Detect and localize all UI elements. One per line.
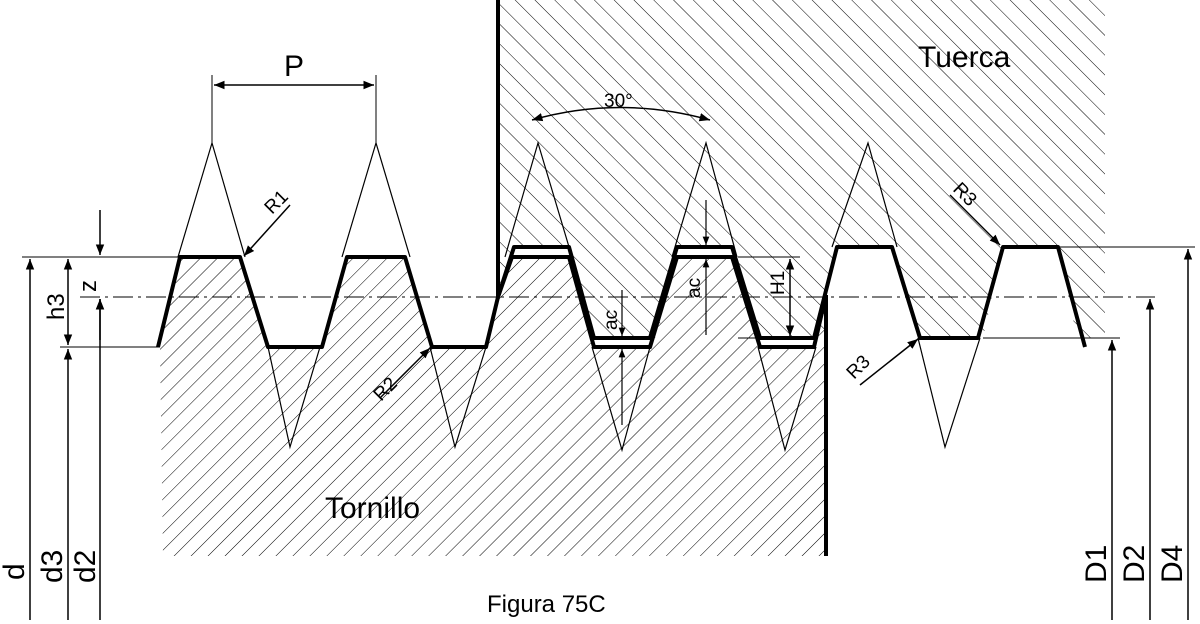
d-label: d — [0, 563, 31, 580]
nut-label: Tuerca — [918, 41, 1011, 74]
ac-left-label: ac — [601, 310, 622, 330]
caption: Figura 75C — [487, 591, 606, 618]
h3-label: h3 — [43, 293, 70, 320]
D2-label: D2 — [1118, 545, 1151, 583]
r3-bottom-leader — [859, 338, 919, 386]
D4-label: D4 — [1156, 545, 1189, 583]
angle-label: 30° — [604, 91, 633, 112]
r1-leader — [243, 204, 291, 257]
screw-label: Tornillo — [325, 492, 420, 525]
angle-arc — [531, 106, 711, 122]
D1-label: D1 — [1080, 545, 1113, 583]
r1-label: R1 — [261, 187, 293, 219]
r3-top-leader — [949, 194, 1001, 246]
extension-lines — [22, 75, 1195, 348]
screw-region — [160, 257, 826, 556]
nut-region — [498, 0, 1105, 338]
d2-label: d2 — [69, 550, 102, 583]
pitch-label: P — [284, 50, 304, 83]
r2-leader — [379, 347, 431, 399]
z-label: z — [75, 280, 102, 292]
d3-label: d3 — [36, 550, 69, 583]
ac-right-label: ac — [684, 278, 705, 298]
H1-label: H1 — [768, 271, 789, 295]
r3-bottom-label: R3 — [843, 352, 875, 384]
